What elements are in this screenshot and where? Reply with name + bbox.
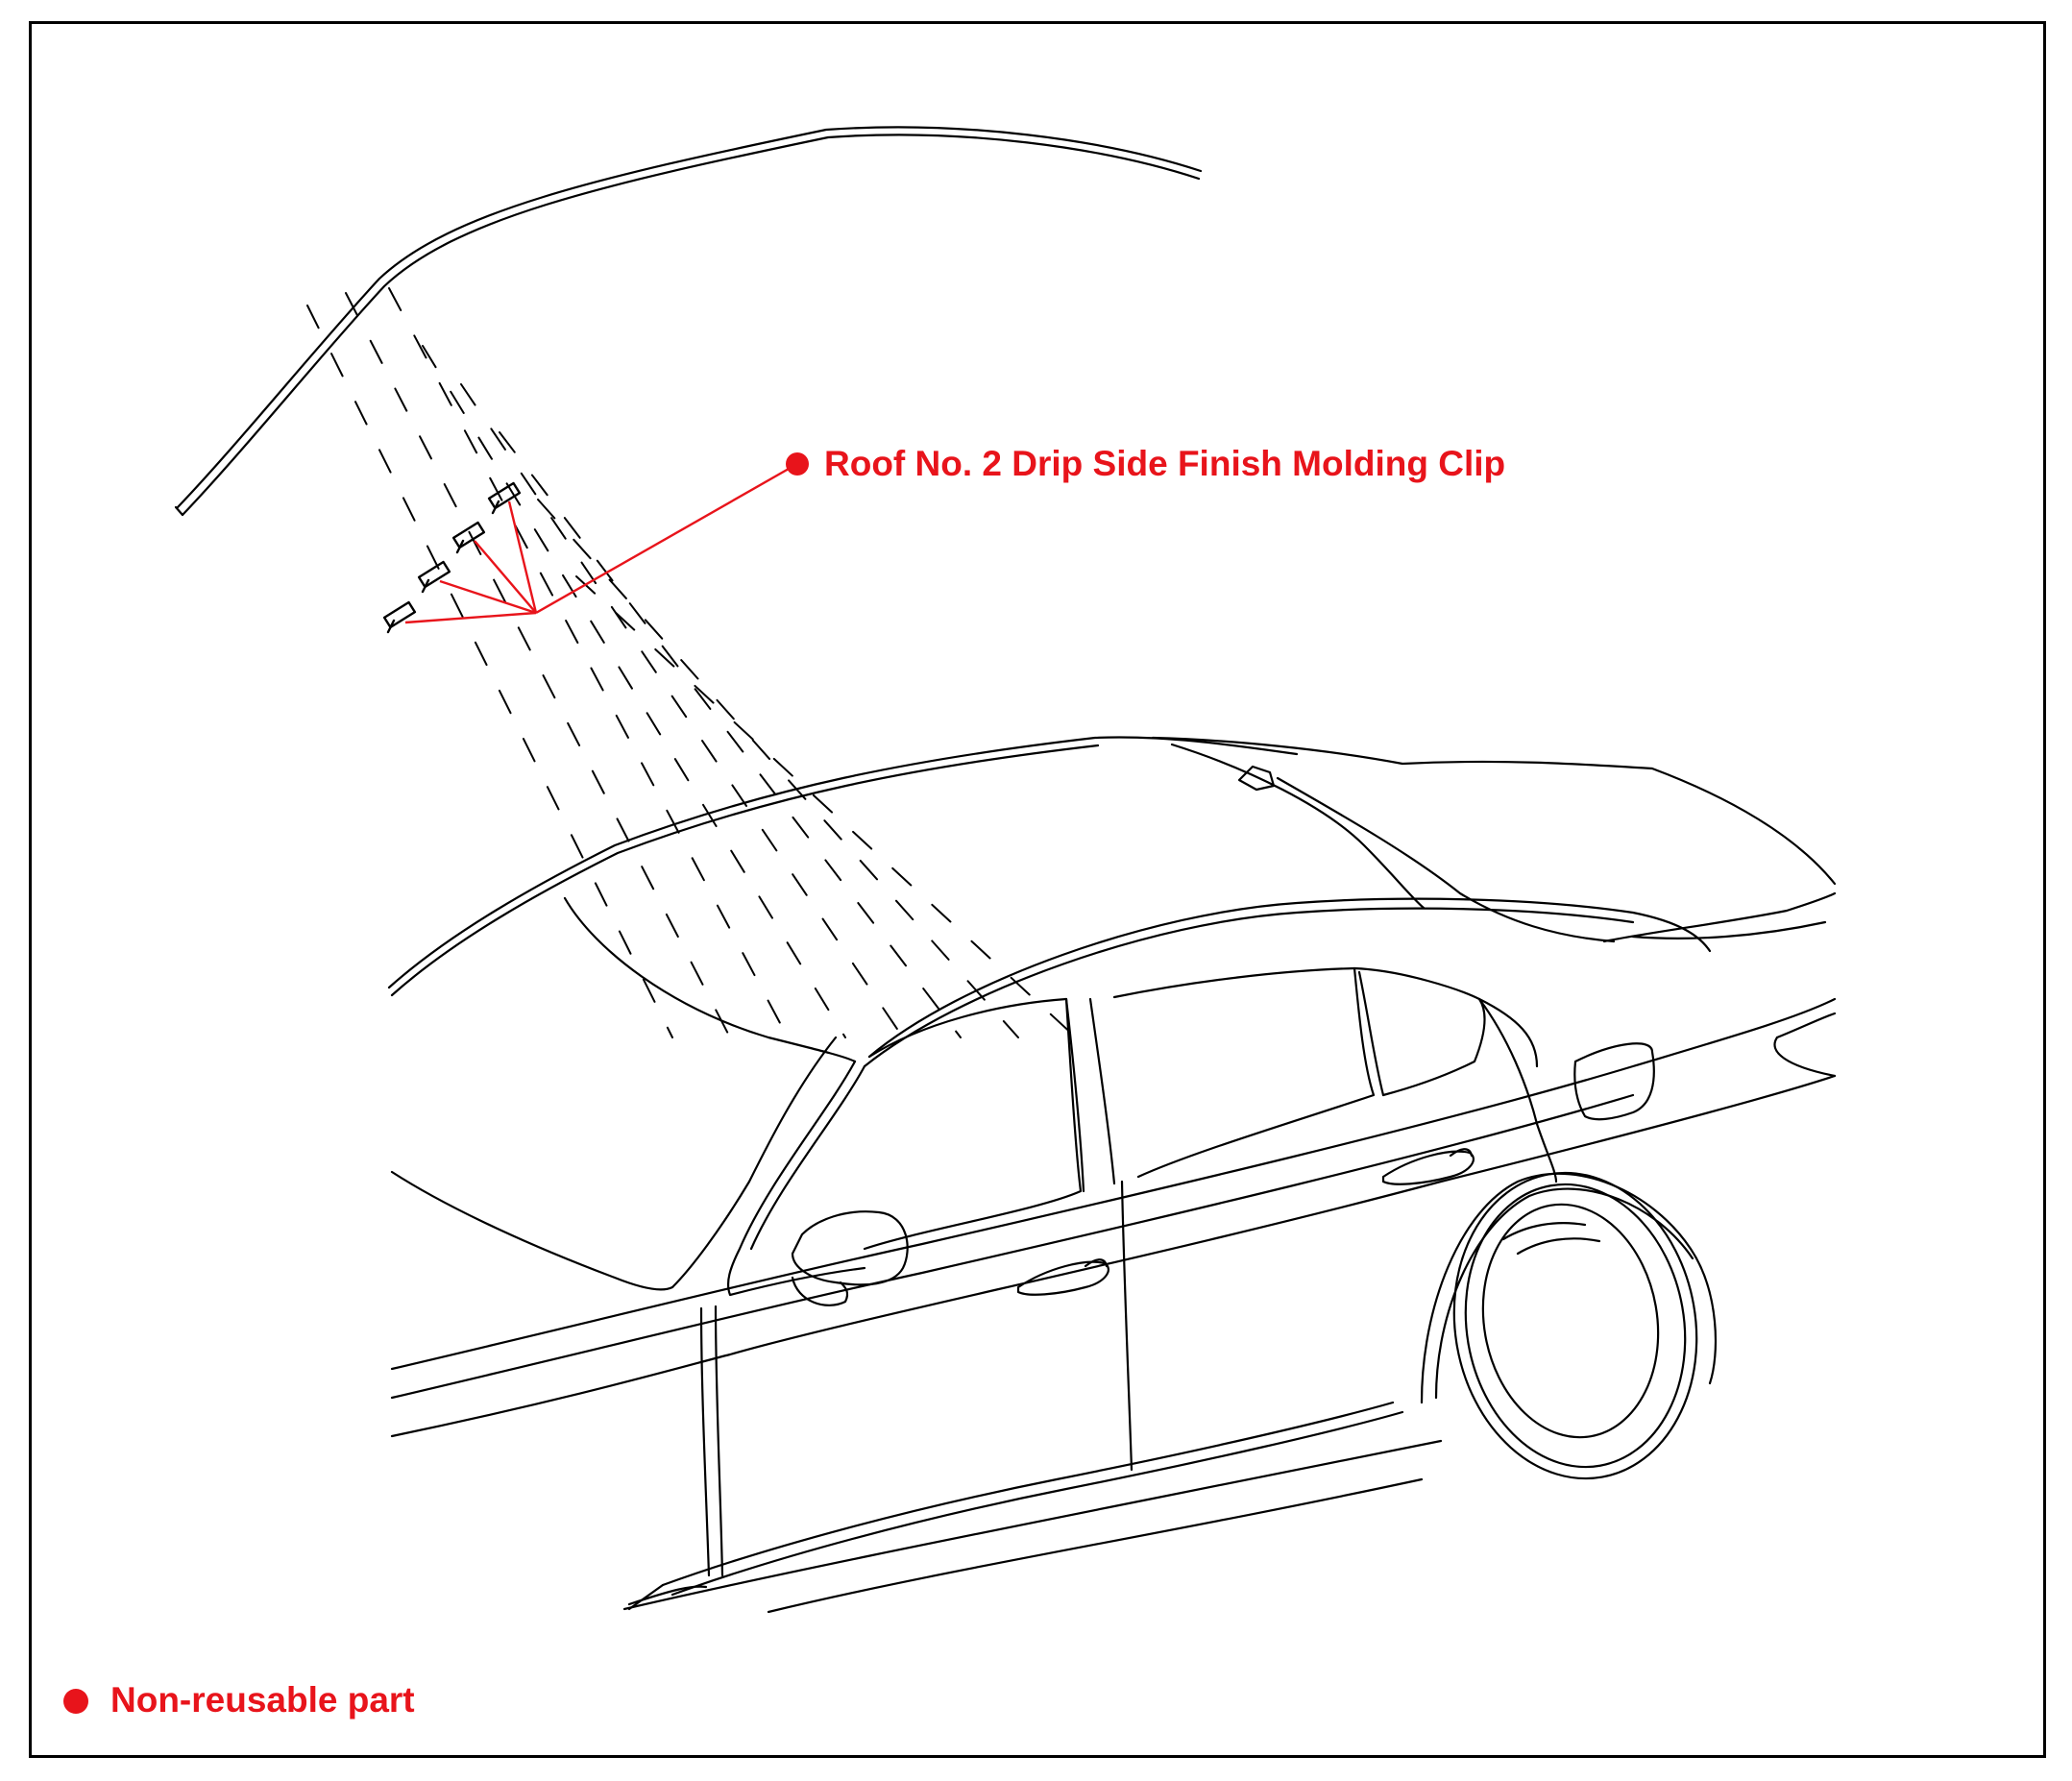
car-doors (390, 997, 1837, 1614)
rear-wheel (1420, 1171, 1718, 1480)
legend-marker (63, 1689, 88, 1714)
car-body (387, 736, 1837, 1291)
callout-label: Roof No. 2 Drip Side Finish Molding Clip (824, 444, 1506, 483)
rear-quarter (1477, 997, 1837, 1183)
fuel-door (1573, 1042, 1655, 1121)
molding-clip-4 (487, 481, 522, 515)
car-windows (726, 966, 1539, 1297)
door-handles (1016, 1148, 1475, 1296)
roof-drip-molding-strip (174, 126, 1203, 517)
diagram-frame (29, 21, 2046, 1758)
legend-label: Non-reusable part (110, 1680, 415, 1720)
callout-leader-lines (404, 463, 796, 624)
installation-guide-lines (306, 287, 1077, 1038)
molding-clip-3 (451, 521, 486, 554)
side-mirror (791, 1210, 909, 1306)
molding-clips (382, 481, 522, 634)
molding-clip-2 (417, 560, 451, 594)
molding-clip-1 (382, 600, 417, 634)
callout-marker (786, 452, 809, 476)
